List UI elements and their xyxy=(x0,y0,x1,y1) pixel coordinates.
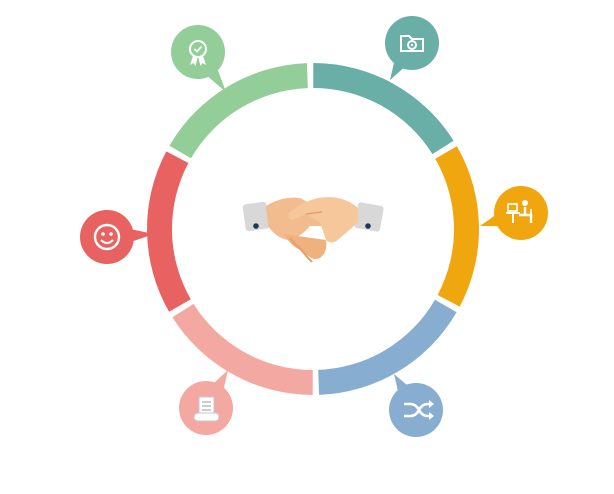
ring-segment-orange xyxy=(435,146,479,307)
callout-teal xyxy=(385,16,439,80)
callout-blue xyxy=(389,374,443,437)
ring-segment-green xyxy=(169,63,308,159)
award-badge-icon xyxy=(189,40,207,66)
folder-gear-icon xyxy=(400,35,424,52)
ring-segment-blue xyxy=(318,299,457,395)
smiley-icon xyxy=(93,223,121,251)
ring-segment-pink xyxy=(172,303,313,395)
ring xyxy=(146,63,479,395)
shuffle-icon xyxy=(404,400,434,420)
callout-red xyxy=(80,210,154,264)
ring-segment-red xyxy=(146,151,191,312)
person-at-desk-icon xyxy=(506,200,533,223)
callout-pink xyxy=(179,370,233,435)
document-scroll-icon xyxy=(193,396,220,422)
ring-segment-teal xyxy=(313,63,454,155)
callout-orange xyxy=(480,186,548,240)
callouts xyxy=(80,16,548,437)
handshake-icon xyxy=(242,197,384,263)
callout-green xyxy=(171,25,226,92)
